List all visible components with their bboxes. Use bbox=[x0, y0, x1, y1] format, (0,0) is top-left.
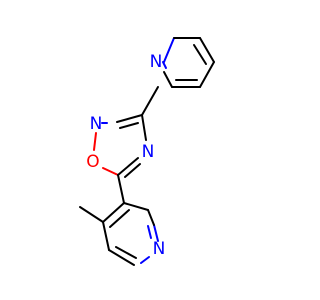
bond bbox=[199, 37, 215, 63]
molecule-structure: N N O N N bbox=[79, 37, 215, 266]
oxadiazole-ring bbox=[93, 114, 147, 178]
bond bbox=[141, 114, 147, 141]
bond bbox=[141, 86, 159, 116]
bond bbox=[147, 209, 155, 226]
bond bbox=[109, 209, 130, 228]
atom-label-nitrogen: N bbox=[142, 142, 155, 162]
bond bbox=[119, 122, 139, 129]
bond bbox=[199, 61, 215, 88]
atom-label-nitrogen: N bbox=[90, 114, 103, 134]
methyl-bond bbox=[79, 206, 104, 223]
bond bbox=[140, 256, 150, 264]
bond bbox=[93, 132, 97, 151]
bond bbox=[153, 224, 159, 242]
top-pyridine-ring bbox=[162, 37, 215, 88]
bond bbox=[162, 61, 167, 69]
bond bbox=[102, 221, 110, 251]
atom-label-nitrogen: N bbox=[153, 239, 166, 259]
bond bbox=[147, 225, 152, 239]
bond bbox=[124, 163, 141, 178]
bond bbox=[163, 37, 175, 63]
atom-label-nitrogen: N bbox=[150, 52, 163, 72]
bottom-pyridine-ring bbox=[79, 202, 159, 266]
bond bbox=[123, 202, 149, 211]
bond bbox=[102, 202, 125, 223]
bond bbox=[193, 44, 207, 65]
bond bbox=[117, 157, 139, 176]
bond bbox=[116, 114, 143, 123]
bond bbox=[163, 71, 173, 88]
bond bbox=[117, 174, 125, 204]
bond bbox=[102, 167, 119, 176]
atom-label-oxygen: O bbox=[86, 152, 99, 172]
bond bbox=[108, 249, 135, 266]
bond bbox=[115, 246, 137, 259]
